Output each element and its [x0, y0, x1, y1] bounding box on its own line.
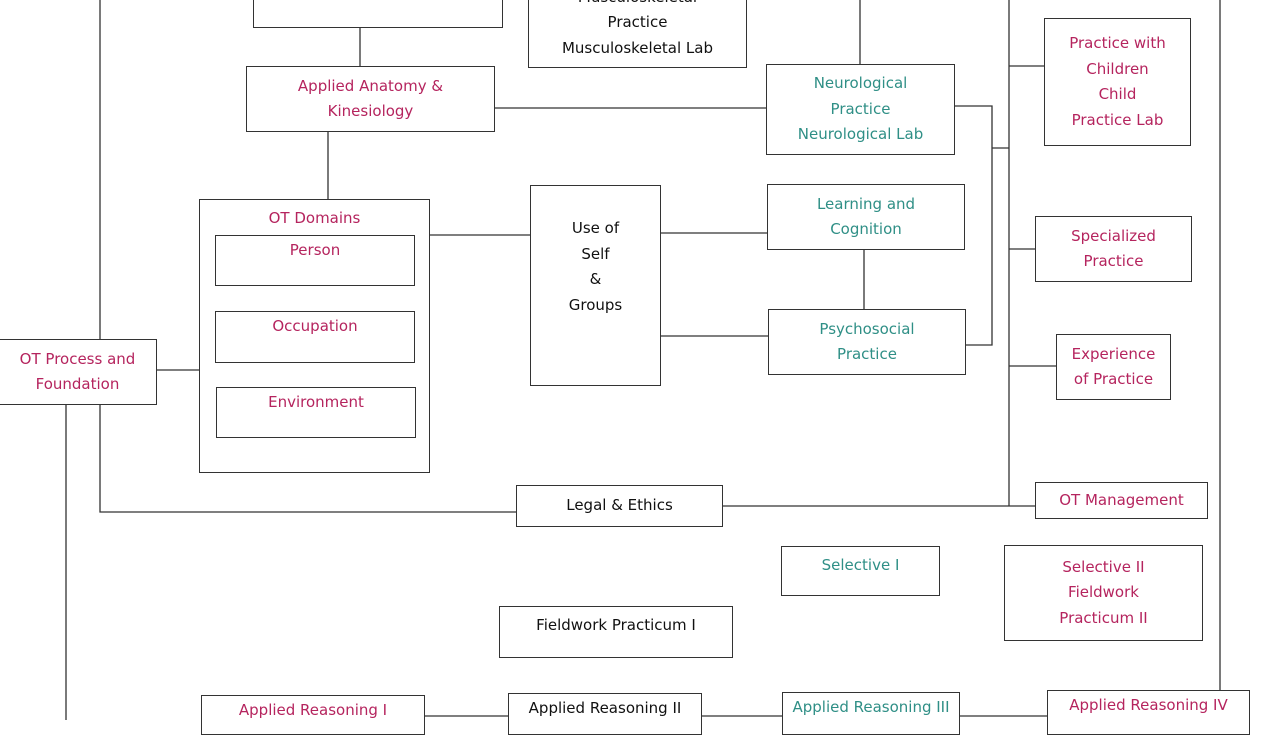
node-label-line: Applied Reasoning III: [792, 698, 950, 716]
node-label-line: Practice Lab: [1071, 110, 1164, 129]
connector: [955, 105, 993, 346]
node-label-line: Neurological: [813, 74, 908, 93]
environment-box: Environment: [216, 387, 416, 438]
curriculum-diagram: Patient Care Skills MusculoskeletalPract…: [0, 0, 1250, 735]
node-label-line: Use of: [571, 219, 620, 237]
node-label-line: Fieldwork Practicum I: [536, 616, 696, 634]
applied-reasoning-3-box: Applied Reasoning III: [782, 692, 960, 735]
legal-ethics-box: Legal & Ethics: [516, 485, 723, 527]
node-label-line: Musculoskeletal Lab: [561, 38, 714, 57]
node-label-line: Fieldwork: [1068, 583, 1139, 602]
node-label-line: Musculoskeletal: [578, 0, 697, 10]
node-label-line: OT Domains: [268, 209, 361, 227]
ot-management-box: OT Management: [1035, 482, 1208, 519]
patient-care-skills-box: Patient Care Skills: [253, 0, 503, 28]
node-label-line: Learning and: [816, 194, 916, 213]
selective-1-box: Selective I: [781, 546, 940, 596]
node-label-line: Practice: [607, 13, 668, 32]
node-label-line: Applied Reasoning I: [238, 701, 388, 719]
applied-anatomy-box: Applied Anatomy & Kinesiology: [246, 66, 495, 132]
node-label-line: Selective II: [1062, 557, 1145, 576]
node-label-line: OT Management: [1059, 490, 1184, 509]
node-label-line: Person: [289, 241, 341, 259]
use-of-self-box: Use of Self & Groups: [530, 185, 661, 386]
node-label-line: Practice: [830, 99, 891, 118]
experience-practice-box: Experience of Practice: [1056, 334, 1171, 400]
node-label-line: Practice: [1083, 252, 1144, 270]
node-label-line: Occupation: [272, 317, 358, 335]
node-label-line: Practice: [837, 345, 897, 363]
node-label-line: Practicum II: [1059, 608, 1148, 627]
node-label-line: Environment: [268, 393, 364, 411]
node-label-line: Children: [1086, 59, 1149, 78]
node-label-line: Kinesiology: [327, 102, 414, 120]
node-label-line: Practice with: [1069, 34, 1166, 52]
node-label-line: Legal & Ethics: [566, 496, 673, 515]
node-label-line: Patient Care Skills: [310, 0, 445, 3]
node-label-line: &: [589, 270, 602, 288]
applied-reasoning-1-box: Applied Reasoning I: [201, 695, 425, 735]
node-label-line: Self: [581, 244, 610, 263]
musculoskeletal-box: MusculoskeletalPracticeMusculoskeletal L…: [528, 0, 747, 68]
person-box: Person: [215, 235, 415, 286]
connector: [99, 0, 516, 513]
node-label-line: Cognition: [830, 220, 902, 238]
node-label-line: OT Process and: [19, 349, 136, 368]
fieldwork-1-box: Fieldwork Practicum I: [499, 606, 733, 658]
node-label-line: Selective I: [821, 556, 900, 574]
node-label-line: Foundation: [35, 375, 120, 393]
node-label-line: Specialized: [1071, 226, 1156, 245]
connector-lines: [65, 0, 1221, 720]
node-label-line: Experience: [1071, 344, 1156, 363]
occupation-box: Occupation: [215, 311, 415, 363]
node-label-line: Child: [1098, 85, 1137, 103]
node-label-line: Psychosocial: [819, 319, 915, 338]
node-label-line: Applied Reasoning IV: [1069, 696, 1228, 714]
applied-reasoning-4-box: Applied Reasoning IV: [1047, 690, 1250, 735]
node-label-line: Neurological Lab: [797, 125, 924, 144]
node-label-line: Applied Anatomy &: [297, 76, 444, 95]
node-label-line: Groups: [568, 295, 623, 314]
node-label-line: of Practice: [1073, 370, 1154, 388]
node-label-line: Applied Reasoning II: [528, 699, 682, 717]
applied-reasoning-2-box: Applied Reasoning II: [508, 693, 702, 735]
